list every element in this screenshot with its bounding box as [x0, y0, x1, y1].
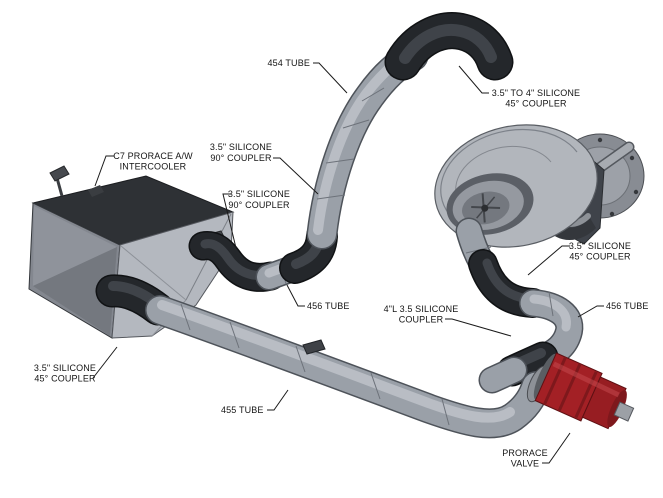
label-valve-line2: VALVE [511, 459, 539, 469]
turbocharger [434, 124, 645, 248]
callout-labels: 454 TUBE 3.5" TO 4" SILICONE 45° COUPLER… [34, 58, 649, 469]
coupler-90-lower [188, 231, 286, 292]
intercooler-body [28, 175, 235, 339]
label-coupler-90-upper-line2: 90° COUPLER [210, 153, 272, 163]
junction-stub [478, 356, 528, 394]
label-coupler-4l-line2: COUPLER [399, 315, 444, 325]
tube-455 [145, 295, 551, 439]
label-coupler-90-lower-line1: 3.5" SILICONE [228, 189, 290, 199]
label-valve-line1: PRORACE [502, 448, 548, 458]
label-coupler-45-ic-line2: 45° COUPLER [34, 374, 96, 384]
prorace-valve [533, 352, 635, 430]
tube-455-bracket [302, 339, 326, 355]
label-coupler-90-lower-line2: 90° COUPLER [228, 200, 290, 210]
label-tube-454: 454 TUBE [267, 58, 310, 68]
label-coupler-35to4-line1: 3.5" TO 4" SILICONE [492, 88, 580, 98]
label-tube-456-mid: 456 TUBE [307, 301, 350, 311]
leader-lines [92, 62, 604, 464]
coupler-35-to-4-45 [384, 12, 514, 81]
label-tube-455: 455 TUBE [221, 405, 264, 415]
label-intercooler-line2: INTERCOOLER [120, 162, 187, 172]
tube-454 [306, 40, 429, 250]
label-coupler-4l-line1: 4"L 3.5 SILICONE [384, 304, 459, 314]
label-coupler-45-turbo-line2: 45° COUPLER [569, 252, 631, 262]
label-coupler-45-turbo-line1: 3.5" SILICONE [569, 241, 631, 251]
label-coupler-45-ic-line1: 3.5" SILICONE [34, 363, 96, 373]
label-coupler-35to4-line2: 45° COUPLER [505, 99, 567, 109]
label-coupler-90-upper-line1: 3.5" SILICONE [210, 142, 272, 152]
label-tube-456-right: 456 TUBE [606, 301, 649, 311]
label-intercooler-line1: C7 PRORACE A/W [113, 151, 193, 161]
